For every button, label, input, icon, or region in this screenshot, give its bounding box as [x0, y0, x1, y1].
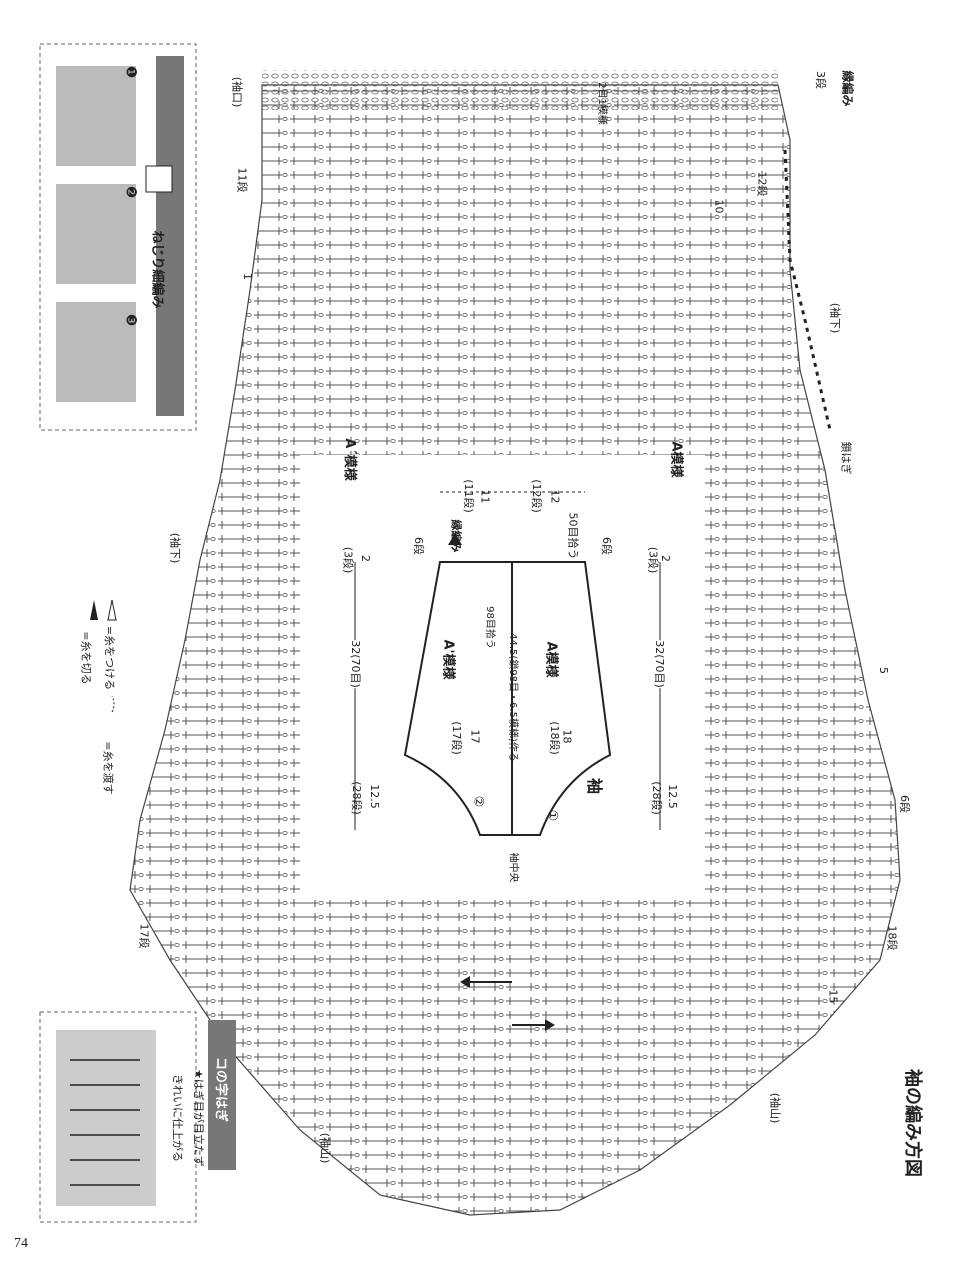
schematic-area: [300, 455, 705, 900]
width-17: 17: [468, 729, 482, 744]
width-2-left: 2: [359, 555, 372, 562]
pickup-98-label: 98目拾う: [483, 606, 495, 649]
row-marker-10: 10: [712, 199, 726, 214]
schematic-outline: [403, 561, 612, 836]
legend-cut: =糸を切る: [79, 631, 93, 685]
width-445-label: 44.5(鎖98目・6.5模様)作る: [506, 633, 518, 762]
twist-step2: ❷: [122, 185, 139, 199]
direction-arrows: [460, 976, 555, 1031]
cap-12-5-right: 12.5: [665, 784, 679, 809]
width-18-rows: (18段): [547, 721, 561, 755]
row-marker-1: 1: [241, 273, 254, 280]
twist-symbol-box: [145, 165, 173, 193]
width-11: 11: [478, 489, 492, 504]
pickup-50-label: 50目拾う: [566, 512, 580, 560]
attach-yarn-icon: [107, 599, 117, 621]
chain-join-label: 鎖はぎ: [839, 441, 853, 475]
schematic-num-1: ①: [544, 809, 560, 822]
sleeve-label: 袖: [585, 777, 605, 795]
twist-title: ねじり細編み: [149, 230, 165, 309]
width-11-rows: (11段): [461, 479, 475, 513]
cut-yarn-icon: [90, 600, 98, 620]
twist-step1-image: [56, 66, 136, 166]
cap-12-5-left-rows: (28段): [349, 781, 363, 815]
twist-title-tag: [156, 56, 184, 416]
pattern-a-prime-label: A'模様: [440, 639, 456, 680]
twist-step3-image: [56, 302, 136, 402]
twist-step3: ❸: [122, 313, 139, 327]
edging-rows-right: 6段: [600, 537, 613, 555]
legend-carry: =糸を渡す: [101, 741, 115, 795]
legend-attach: =糸をつける: [103, 625, 117, 691]
seam-note-line1: ★はぎ目が目立たず: [191, 1069, 205, 1167]
cuff-label: (袖口): [230, 76, 244, 108]
length-32-right: 32(70目): [651, 640, 668, 688]
row-marker-11: 11段: [235, 167, 249, 193]
row-marker-5: 5: [877, 667, 890, 674]
twist-rule-label: 2目1模様: [595, 82, 607, 125]
length-32-left: 32(70目): [347, 640, 364, 688]
arrow-left-icon: [460, 976, 470, 988]
edging-rows: [262, 70, 778, 110]
stitch-chart: [129, 70, 901, 1216]
pattern-a-label: A模様: [543, 641, 559, 678]
twist-crochet-box: [39, 43, 197, 431]
seam-title-tag: [208, 1020, 236, 1170]
row-marker-12: 12段: [755, 171, 769, 197]
edging-rows-left: 6段: [412, 537, 425, 555]
cap-12-5-left: 12.5: [367, 784, 381, 809]
page-title: 袖の編み方図: [902, 1069, 923, 1177]
arrow-right-icon: [545, 1019, 555, 1031]
twist-step1: ❶: [122, 65, 139, 79]
edging-label: 縁編み: [840, 70, 855, 107]
underarm-left-label: (袖下): [168, 532, 182, 564]
sleeve-schematic: [354, 491, 661, 836]
underarm-top-label: (袖下): [828, 302, 842, 334]
width-17-rows: (17段): [449, 721, 463, 755]
sleeve-cap-left-label: (袖山): [318, 1132, 332, 1164]
width-2-left-rows: (3段): [341, 546, 355, 574]
seam-box: [39, 1011, 236, 1223]
twist-step2-image: [56, 184, 136, 284]
width-12: 12: [548, 489, 562, 504]
sleeve-cap-right-label: (袖山): [768, 1092, 782, 1124]
row-marker-6: 6段: [898, 795, 911, 813]
chart-a-label: A模様: [668, 441, 684, 478]
carry-yarn-icon: [111, 695, 115, 713]
edging-rows-label: 3段: [814, 71, 827, 89]
chain-join-line: [783, 149, 832, 431]
schematic-num-2: ②: [470, 795, 486, 808]
row-marker-15: 15: [826, 989, 840, 1004]
sleeve-center-label: 袖中央: [507, 852, 519, 883]
width-12-rows: (12段): [529, 479, 543, 513]
row-marker-18: 18段: [885, 925, 899, 951]
row-marker-17: 17段: [137, 923, 151, 949]
width-2-right-rows: (3段): [646, 546, 660, 574]
seam-title: コの字はぎ: [213, 1056, 229, 1123]
page-number: 74: [14, 1236, 28, 1251]
chart-a-prime-label: A´模様: [341, 438, 357, 481]
seam-stitches: [70, 1059, 140, 1186]
schematic-edging-label: 縁編み: [449, 519, 463, 553]
seam-note-line2: きれいに仕上がる: [171, 1074, 184, 1162]
arrow-up-icon: [448, 533, 462, 545]
seam-illustration: [56, 1030, 156, 1206]
cap-12-5-right-rows: (28段): [649, 781, 663, 815]
